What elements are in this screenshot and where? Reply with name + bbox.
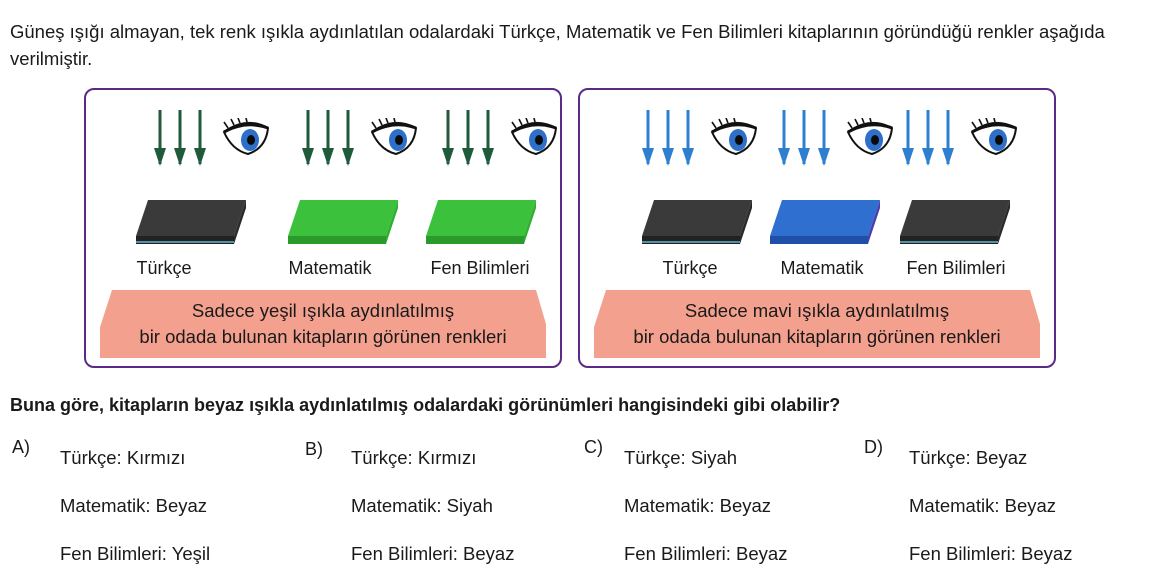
banner-shape: [100, 290, 546, 358]
banner-line-1: Sadece mavi ışıkla aydınlatılmış: [684, 300, 950, 321]
option-letter: A): [12, 437, 30, 457]
option-letter: C): [584, 437, 603, 457]
option-line-matematik: Matematik: Beyaz: [60, 495, 208, 516]
option-line-fen: Fen Bilimleri: Yeşil: [60, 543, 211, 564]
option-line-matematik: Matematik: Beyaz: [909, 495, 1057, 516]
option-letter: B): [305, 439, 323, 459]
eye-icon: [510, 118, 558, 156]
light-eye-group-matematik: [298, 104, 418, 174]
option-line-turkce: Türkçe: Beyaz: [909, 447, 1028, 468]
book-fen-dark-icon: [900, 200, 1010, 244]
light-eye-group-turkce: [150, 104, 270, 174]
light-eye-group-turkce: [638, 104, 758, 174]
option-line-fen: Fen Bilimleri: Beyaz: [909, 543, 1073, 564]
blue-light-banner: Sadece mavi ışıkla aydınlatılmış bir oda…: [594, 290, 1040, 358]
book-turkce-dark-icon: [642, 200, 752, 244]
book-matematik-green-icon: [288, 200, 398, 244]
option-line-fen: Fen Bilimleri: Beyaz: [351, 543, 515, 564]
question-text: Buna göre, kitapların beyaz ışıkla aydın…: [10, 395, 841, 415]
light-eye-group-fen: [898, 104, 1018, 174]
option-line-matematik: Matematik: Siyah: [351, 495, 493, 516]
green-light-panel: Türkçe Matematik Fen Bilimleri Sadece ye…: [84, 88, 562, 368]
eye-icon: [710, 118, 758, 156]
option-line-turkce: Türkçe: Kırmızı: [60, 447, 186, 468]
book-matematik-blue-icon: [770, 200, 880, 244]
option-letter: D): [864, 437, 883, 457]
option-line-fen: Fen Bilimleri: Beyaz: [624, 543, 788, 564]
book-label-turkce: Türkçe: [136, 258, 192, 278]
light-eye-group-matematik: [774, 104, 894, 174]
green-light-banner: Sadece yeşil ışıkla aydınlatılmış bir od…: [100, 290, 546, 358]
eye-icon: [846, 118, 894, 156]
option-line-matematik: Matematik: Beyaz: [624, 495, 772, 516]
eye-icon: [222, 118, 270, 156]
option-line-turkce: Türkçe: Siyah: [624, 447, 738, 468]
banner-shape: [594, 290, 1040, 358]
blue-light-panel: Türkçe Matematik Fen Bilimleri Sadece ma…: [578, 88, 1056, 368]
green-light-arrows-icon: [302, 110, 354, 166]
book-label-turkce: Türkçe: [662, 258, 718, 278]
green-light-arrows-icon: [442, 110, 494, 166]
eye-icon: [370, 118, 418, 156]
intro-text: Güneş ışığı almayan, tek renk ışıkla ayd…: [10, 21, 1105, 69]
book-fen-green-icon: [426, 200, 536, 244]
green-light-arrows-icon: [154, 110, 206, 166]
light-eye-group-fen: [438, 104, 558, 174]
banner-line-2: bir odada bulunan kitapların görünen ren…: [139, 326, 507, 347]
blue-light-arrows-icon: [778, 110, 830, 166]
book-label-matematik: Matematik: [288, 258, 372, 278]
eye-icon: [970, 118, 1018, 156]
book-label-matematik: Matematik: [780, 258, 864, 278]
book-turkce-dark-icon: [136, 200, 246, 244]
blue-light-arrows-icon: [902, 110, 954, 166]
book-label-fen: Fen Bilimleri: [906, 258, 1006, 278]
banner-line-2: bir odada bulunan kitapların görünen ren…: [633, 326, 1001, 347]
banner-line-1: Sadece yeşil ışıkla aydınlatılmış: [191, 300, 455, 321]
option-line-turkce: Türkçe: Kırmızı: [351, 447, 477, 468]
blue-light-arrows-icon: [642, 110, 694, 166]
book-label-fen: Fen Bilimleri: [430, 258, 530, 278]
